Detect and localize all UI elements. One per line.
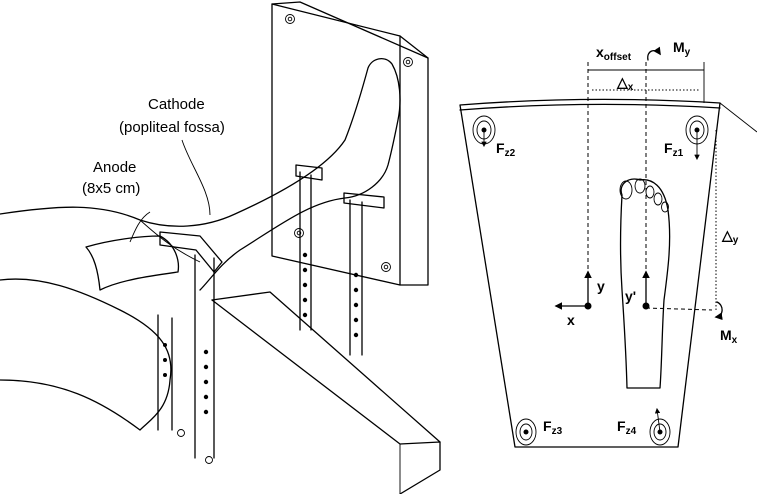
platform-axes xyxy=(554,270,650,310)
my-label: My xyxy=(673,39,691,58)
rear-posts xyxy=(295,164,385,356)
mx-moment-arrow xyxy=(714,301,723,321)
force-platform-diagram: xoffset My △x Fz2 Fz1 △y y y' x Mx Fz3 F… xyxy=(459,39,757,448)
cathode-label: Cathode xyxy=(148,96,205,113)
mx-label: Mx xyxy=(720,327,738,346)
fz3-label: Fz3 xyxy=(543,418,563,437)
sensor-fz2 xyxy=(472,115,496,148)
my-moment-arrow xyxy=(647,46,661,61)
axis-y-label: y xyxy=(597,278,605,294)
toe-outlines xyxy=(619,178,669,213)
sensor-fz4 xyxy=(649,407,671,446)
leg-outline xyxy=(0,58,401,431)
sensor-fz1 xyxy=(685,115,709,161)
table-base xyxy=(211,291,441,494)
fz2-label: Fz2 xyxy=(496,140,516,159)
anode-sublabel: (8x5 cm) xyxy=(82,180,140,197)
anode-callout-line xyxy=(129,211,151,243)
delta-y-label: △y xyxy=(721,227,739,246)
cathode-callout-line xyxy=(181,139,211,216)
cathode-sublabel: (popliteal fossa) xyxy=(119,119,225,136)
foot-plate-board xyxy=(271,1,429,286)
apparatus-illustration: Cathode (popliteal fossa) Anode (8x5 cm) xyxy=(0,1,441,494)
plate-outline xyxy=(459,98,721,448)
anode-electrode xyxy=(85,235,180,291)
anode-label: Anode xyxy=(93,159,136,176)
axis-y-prime-label: y' xyxy=(625,288,636,304)
front-posts xyxy=(157,231,223,464)
axis-x-label: x xyxy=(567,312,575,328)
sensor-fz3 xyxy=(515,418,537,446)
fz1-label: Fz1 xyxy=(664,140,684,159)
delta-x-label: △x xyxy=(616,74,634,93)
x-offset-label: xoffset xyxy=(596,44,632,63)
fz4-label: Fz4 xyxy=(617,418,637,437)
